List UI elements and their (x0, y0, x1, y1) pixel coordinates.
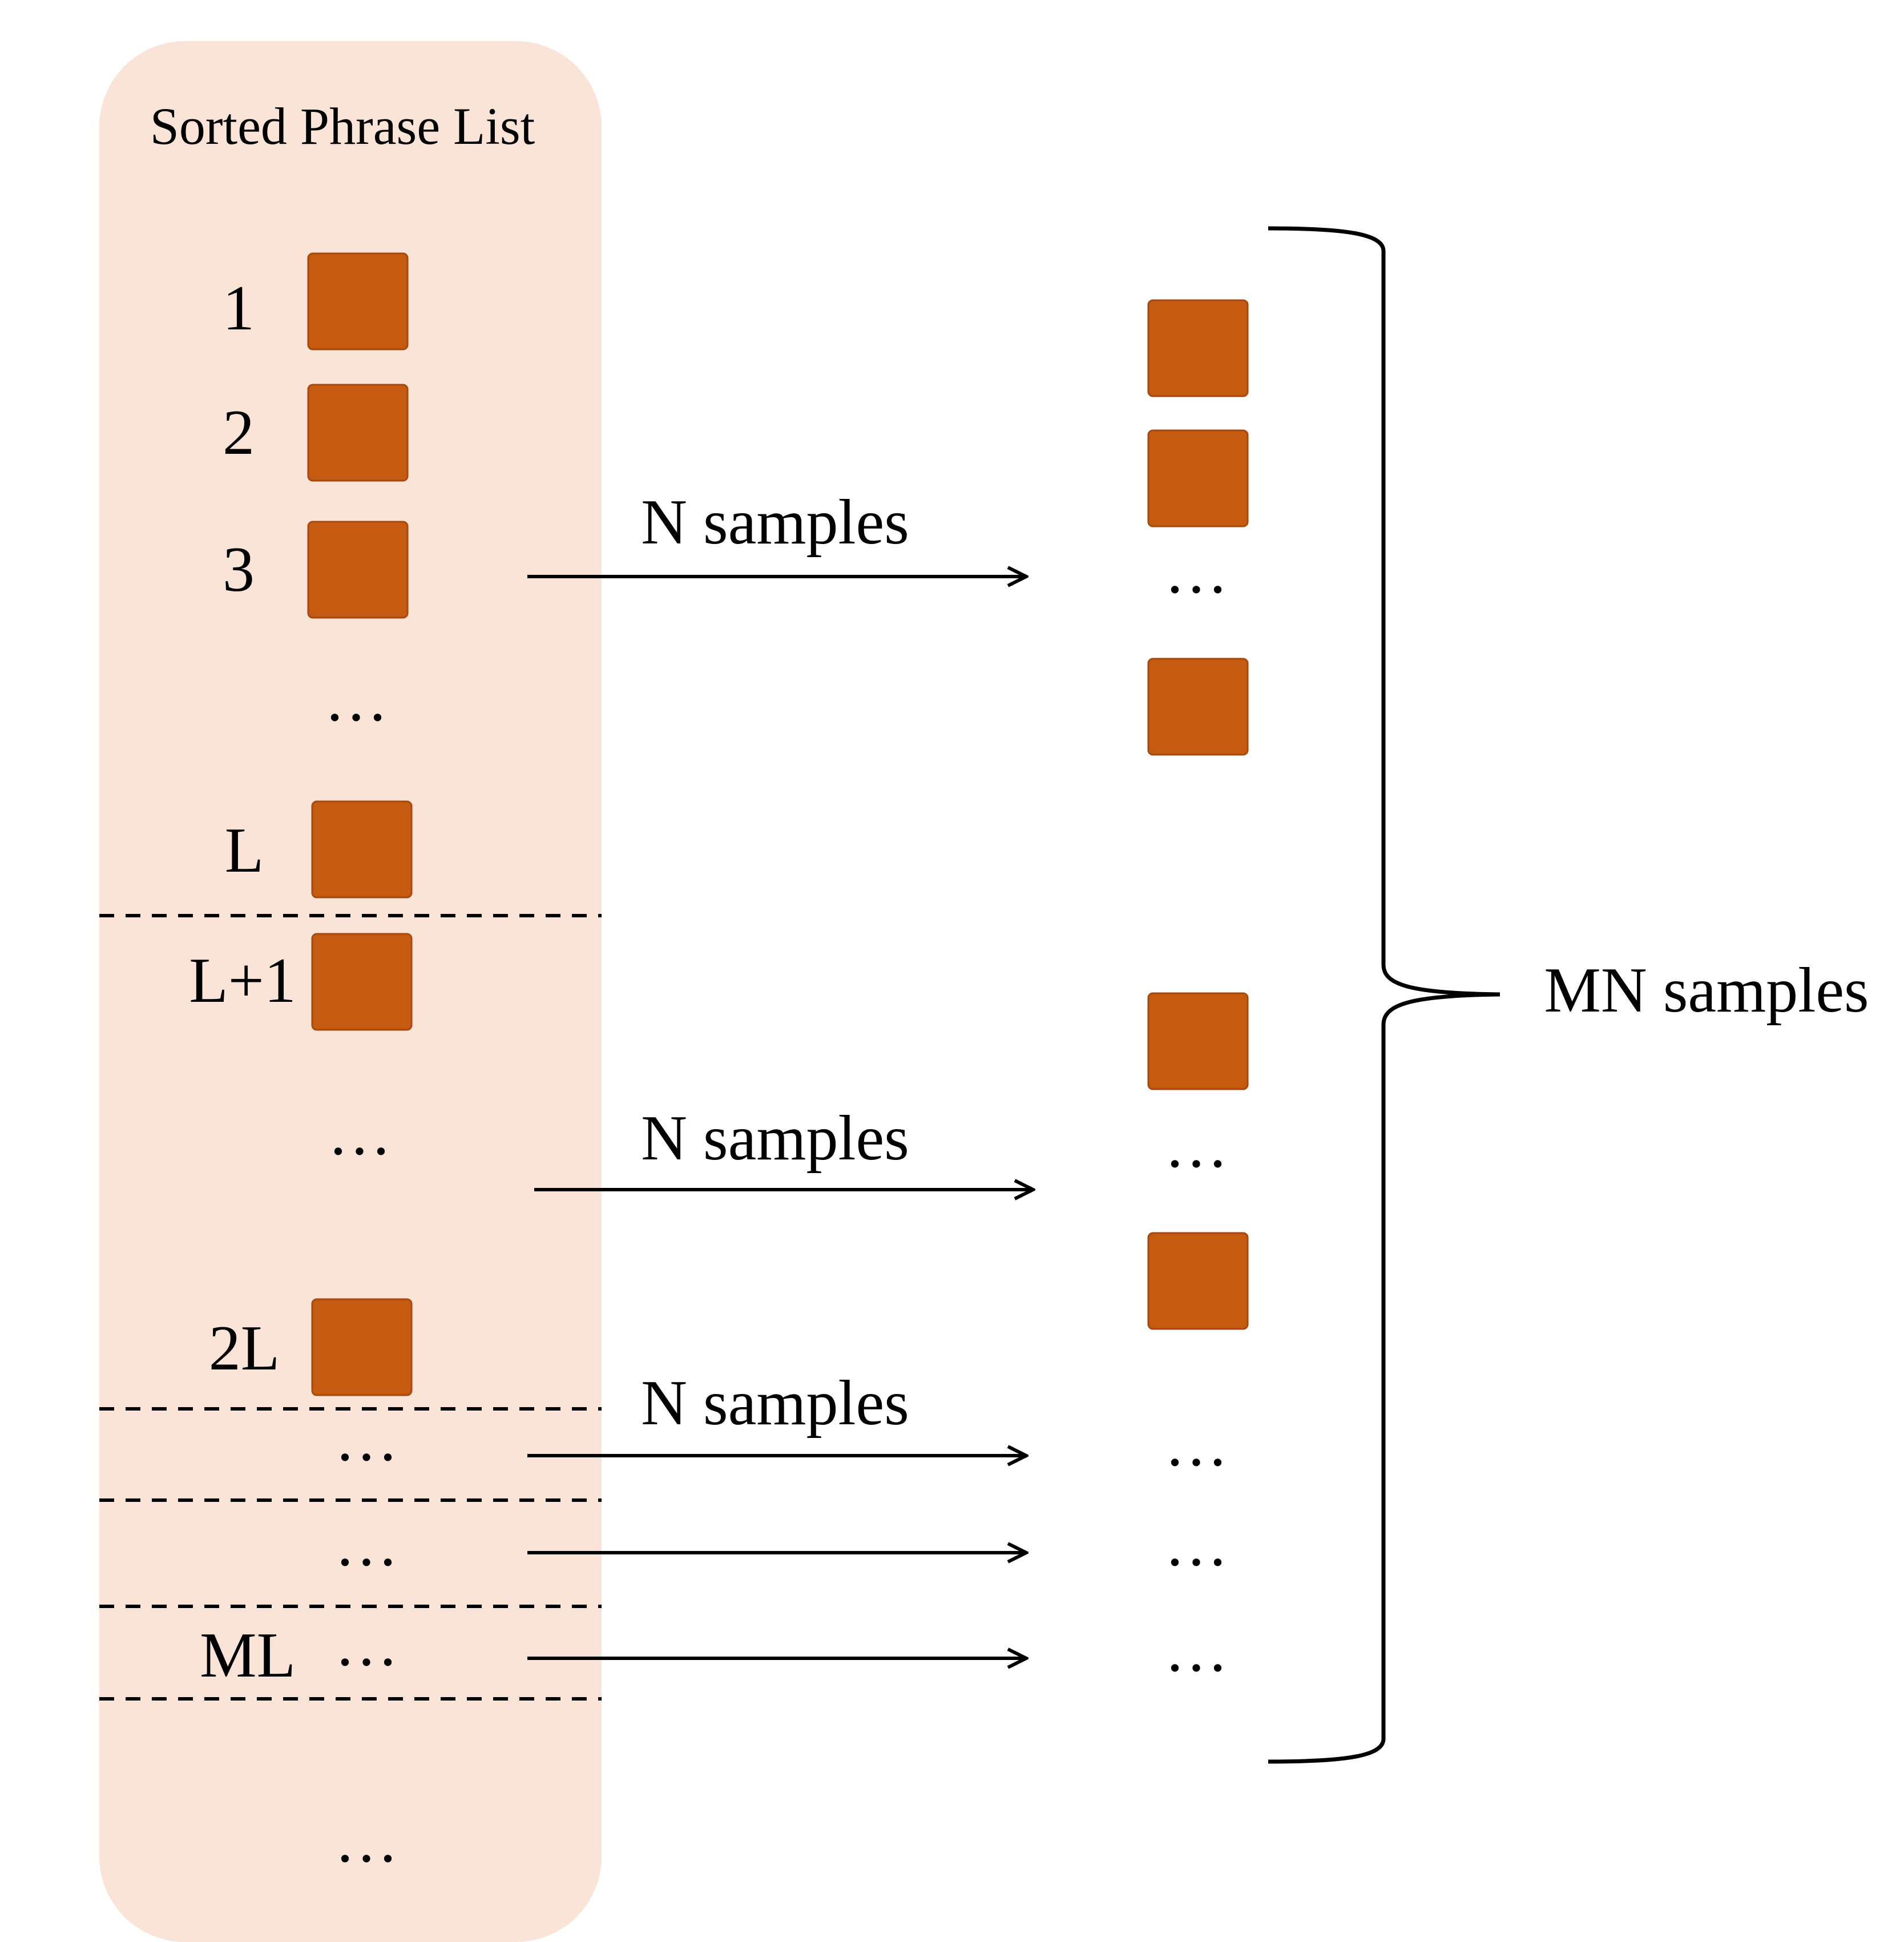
list-ellipsis: … (324, 664, 388, 735)
sample-item (1147, 299, 1249, 397)
sample-ellipsis: … (1164, 1614, 1228, 1685)
brace-label-mn-samples: MN samples (1544, 955, 1869, 1026)
sample-ellipsis: … (1164, 536, 1228, 607)
list-ellipsis: … (328, 1098, 392, 1169)
list-ellipsis: … (334, 1404, 398, 1474)
sample-ellipsis: … (1164, 1509, 1228, 1580)
arrow-label-n-samples: N samples (641, 487, 909, 558)
phrase-item (311, 1298, 413, 1396)
phrase-item (307, 521, 409, 619)
phrase-item (307, 252, 409, 350)
sample-item (1147, 658, 1249, 756)
sample-ellipsis: … (1164, 1409, 1228, 1480)
panel-title: Sorted Phrase List (150, 97, 535, 155)
group-separators (99, 914, 602, 1701)
row-label-l: L (225, 815, 264, 886)
phrase-item (311, 800, 413, 899)
sampling-arrows (527, 577, 1033, 1658)
phrase-item (307, 384, 409, 482)
arrow-label-n-samples: N samples (641, 1103, 909, 1174)
row-label-ml: ML (200, 1620, 296, 1691)
row-label-3: 3 (223, 534, 255, 605)
list-ellipsis: … (334, 1805, 398, 1876)
row-label-1: 1 (223, 273, 255, 344)
sample-item (1147, 429, 1249, 527)
phrase-item (311, 933, 413, 1031)
sample-item (1147, 1232, 1249, 1330)
curly-brace (1268, 226, 1500, 1764)
sample-ellipsis: … (1164, 1110, 1228, 1181)
row-label-2: 2 (223, 397, 255, 468)
list-ellipsis: … (334, 1609, 398, 1679)
row-label-2l: 2L (209, 1313, 280, 1384)
row-label-l-plus-1: L+1 (189, 945, 296, 1016)
sample-item (1147, 992, 1249, 1090)
arrow-label-n-samples: N samples (641, 1368, 909, 1439)
list-ellipsis: … (334, 1509, 398, 1580)
